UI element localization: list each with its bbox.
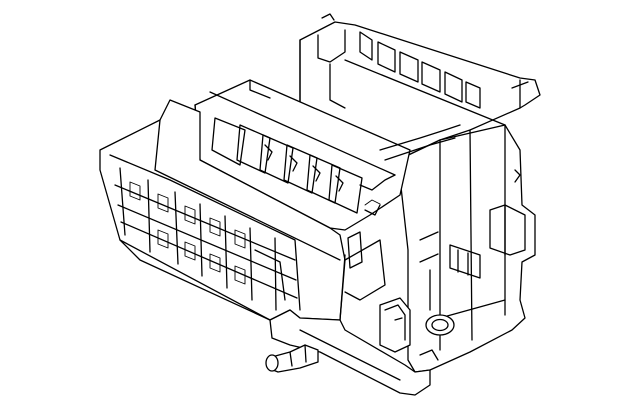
drain-nozzle: [265, 344, 319, 373]
detail-marks: [347, 199, 439, 361]
housing-right-section: [299, 13, 541, 373]
circular-port: [425, 314, 455, 336]
housing-left-section: [99, 99, 431, 396]
mounting-tab: [379, 297, 411, 353]
